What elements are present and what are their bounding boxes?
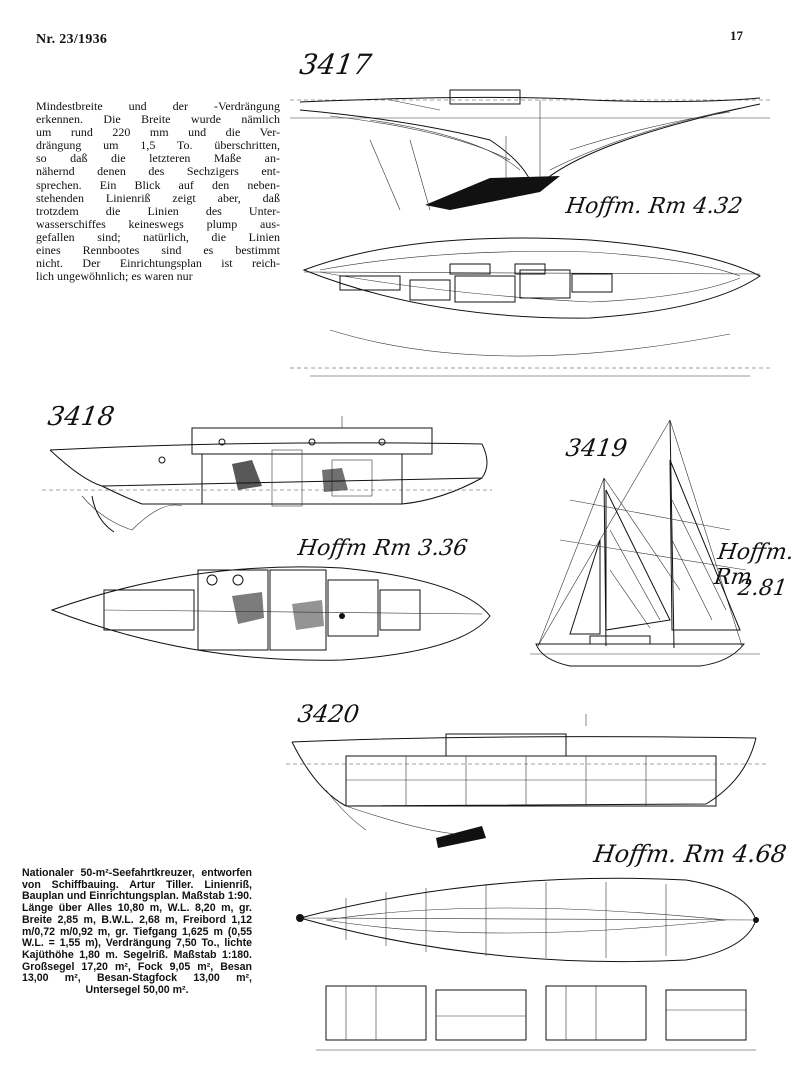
body-text-line: Mindestbreite und der -Verdrängung <box>36 99 280 113</box>
figure-caption: Nationaler 50-m²-Seefahrtkreuzer, entwor… <box>22 867 252 997</box>
interior-plan-drawing <box>286 714 766 1051</box>
body-text-line: sprechen. Ein Blick auf den neben- <box>36 177 280 192</box>
body-text-line: lich ungewöhnlich; es waren nur <box>36 269 193 284</box>
body-text-line: nähernd denen des Sechzigers ent- <box>36 164 280 179</box>
body-text-line: nicht. Der Einrichtungsplan ist reich- <box>36 256 280 271</box>
body-text-line: erkennen. Die Breite wurde nämlich <box>36 112 280 127</box>
body-text-line: wasserschiffes keineswegs plump aus- <box>36 216 280 231</box>
body-text-line: so daß die letzteren Maße an- <box>36 151 280 166</box>
sail-plan-drawing <box>530 419 760 667</box>
body-text-line: trotzdem die Linien des Unter- <box>36 203 280 218</box>
issue-label: Nr. 23/1936 <box>36 32 108 47</box>
body-text-line: um rund 220 mm und die Ver- <box>36 125 280 140</box>
figure-number-3417: 3417 <box>297 48 374 81</box>
construction-plan-drawing <box>42 416 492 661</box>
body-text-line: stehenden Linienriß zeigt aber, daß <box>36 190 280 205</box>
body-text-line: eines Rennbootes sind es bestimmt <box>36 243 280 258</box>
body-text-line: gefallen sind; natürlich, die Linien <box>36 229 280 244</box>
body-text-column: Mindestbreite und der -Verdrängung erken… <box>36 99 280 284</box>
lines-plan-drawing <box>290 89 770 377</box>
page-number: 17 <box>730 28 743 43</box>
body-text-line: drängung um 1,5 To. überschritten, <box>36 138 280 153</box>
